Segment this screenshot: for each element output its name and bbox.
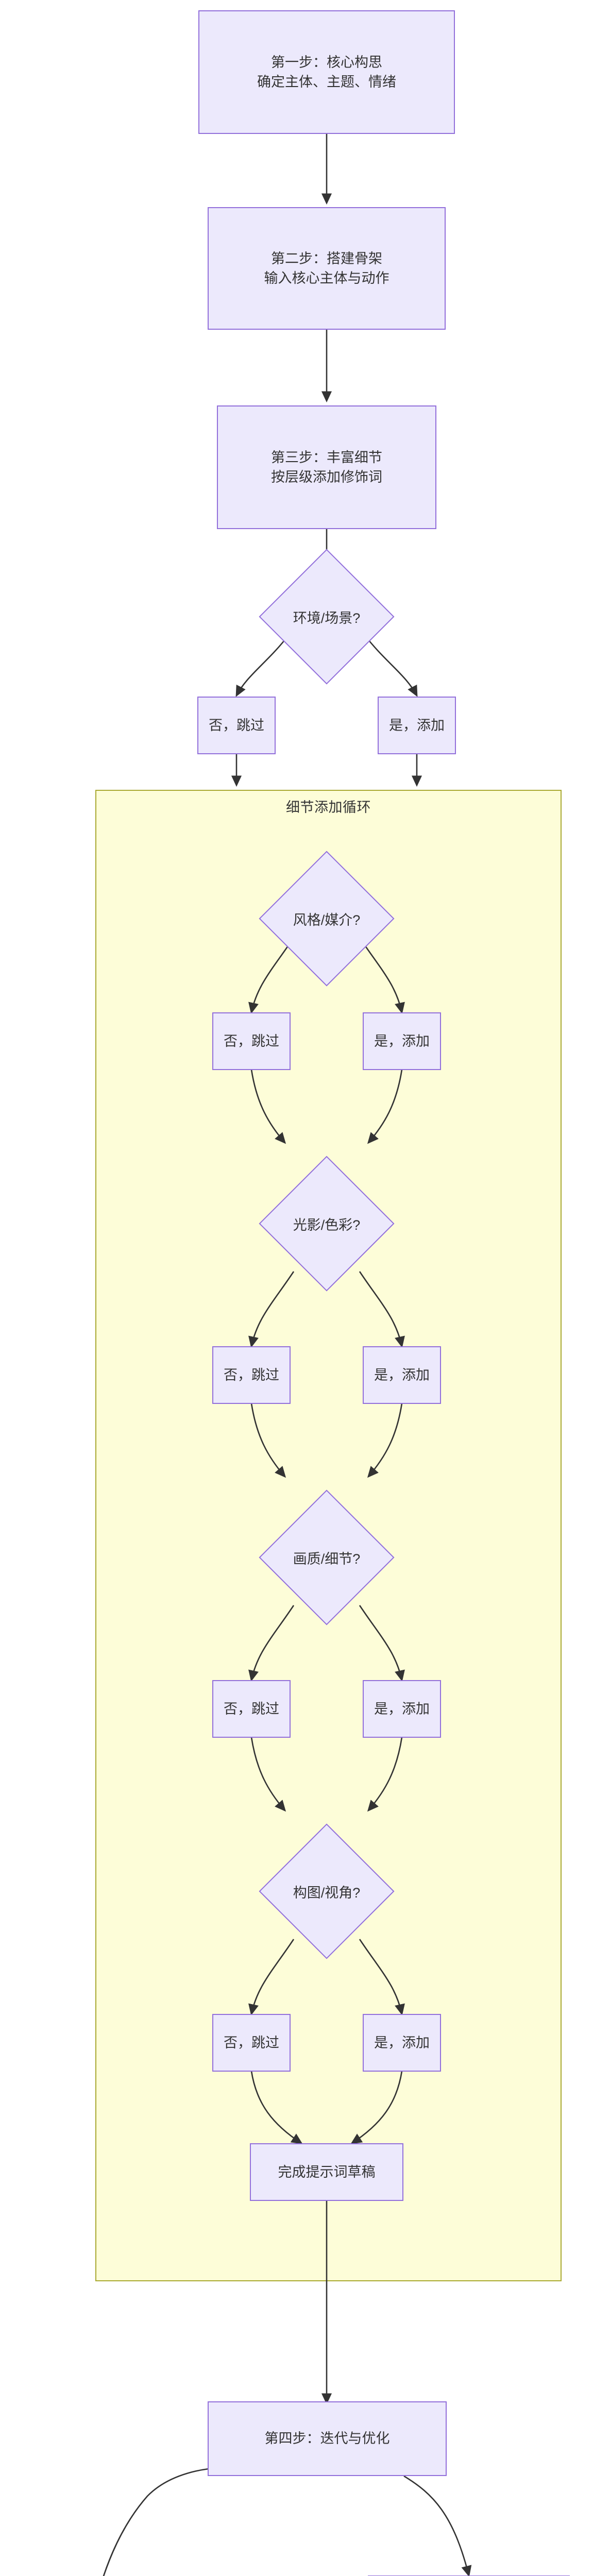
node-composition-yes[interactable]: 是，添加 <box>363 2014 441 2072</box>
node-env-yes-label: 是，添加 <box>389 717 445 733</box>
node-composition-yes-label: 是，添加 <box>374 2035 430 2050</box>
node-step1-line1: 第一步：核心构思 <box>271 54 382 70</box>
node-step1-line2: 确定主体、主题、情绪 <box>257 74 396 90</box>
node-step4[interactable]: 第四步：迭代与优化 <box>208 2401 447 2476</box>
node-draft-label: 完成提示词草稿 <box>278 2164 376 2180</box>
node-style-no-label: 否，跳过 <box>224 1033 279 1049</box>
node-step1[interactable]: 第一步：核心构思 确定主体、主题、情绪 <box>198 10 455 134</box>
node-lighting-no[interactable]: 否，跳过 <box>212 1346 291 1404</box>
node-style-yes[interactable]: 是，添加 <box>363 1012 441 1070</box>
node-step2-line2: 输入核心主体与动作 <box>264 270 389 286</box>
node-env-yes[interactable]: 是，添加 <box>378 697 456 754</box>
node-composition-no[interactable]: 否，跳过 <box>212 2014 291 2072</box>
decision-lighting-label: 光影/色彩? <box>293 1217 361 1233</box>
decision-style-label: 风格/媒介? <box>293 912 361 928</box>
node-draft[interactable]: 完成提示词草稿 <box>250 2143 403 2201</box>
node-quality-no[interactable]: 否，跳过 <box>212 1680 291 1738</box>
decision-environment-label: 环境/场景? <box>293 610 361 626</box>
decision-quality-label: 画质/细节? <box>293 1551 361 1567</box>
node-step3-line1: 第三步：丰富细节 <box>271 449 382 465</box>
node-env-no-label: 否，跳过 <box>209 717 264 733</box>
node-step3-line2: 按层级添加修饰词 <box>271 469 382 485</box>
node-lighting-yes-label: 是，添加 <box>374 1367 430 1383</box>
node-lighting-no-label: 否，跳过 <box>224 1367 279 1383</box>
node-step4-line1: 第四步：迭代与优化 <box>264 2431 390 2447</box>
decision-environment[interactable]: 环境/场景? <box>259 549 395 685</box>
node-style-no[interactable]: 否，跳过 <box>212 1012 291 1070</box>
node-step2[interactable]: 第二步：搭建骨架 输入核心主体与动作 <box>208 207 446 330</box>
node-env-no[interactable]: 否，跳过 <box>197 697 276 754</box>
decision-style[interactable]: 风格/媒介? <box>259 851 395 987</box>
decision-composition-label: 构图/视角? <box>293 1885 361 1901</box>
node-quality-yes-label: 是，添加 <box>374 1701 430 1717</box>
node-lighting-yes[interactable]: 是，添加 <box>363 1346 441 1404</box>
node-step3[interactable]: 第三步：丰富细节 按层级添加修饰词 <box>217 405 436 529</box>
node-quality-yes[interactable]: 是，添加 <box>363 1680 441 1738</box>
subgraph-label: 细节添加循环 <box>286 800 371 815</box>
decision-lighting[interactable]: 光影/色彩? <box>259 1156 395 1292</box>
node-step2-line1: 第二步：搭建骨架 <box>271 250 382 266</box>
decision-composition[interactable]: 构图/视角? <box>259 1823 395 1959</box>
node-quality-no-label: 否，跳过 <box>224 1701 279 1717</box>
node-composition-no-label: 否，跳过 <box>224 2035 279 2050</box>
node-style-yes-label: 是，添加 <box>374 1033 430 1049</box>
decision-quality[interactable]: 画质/细节? <box>259 1489 395 1625</box>
